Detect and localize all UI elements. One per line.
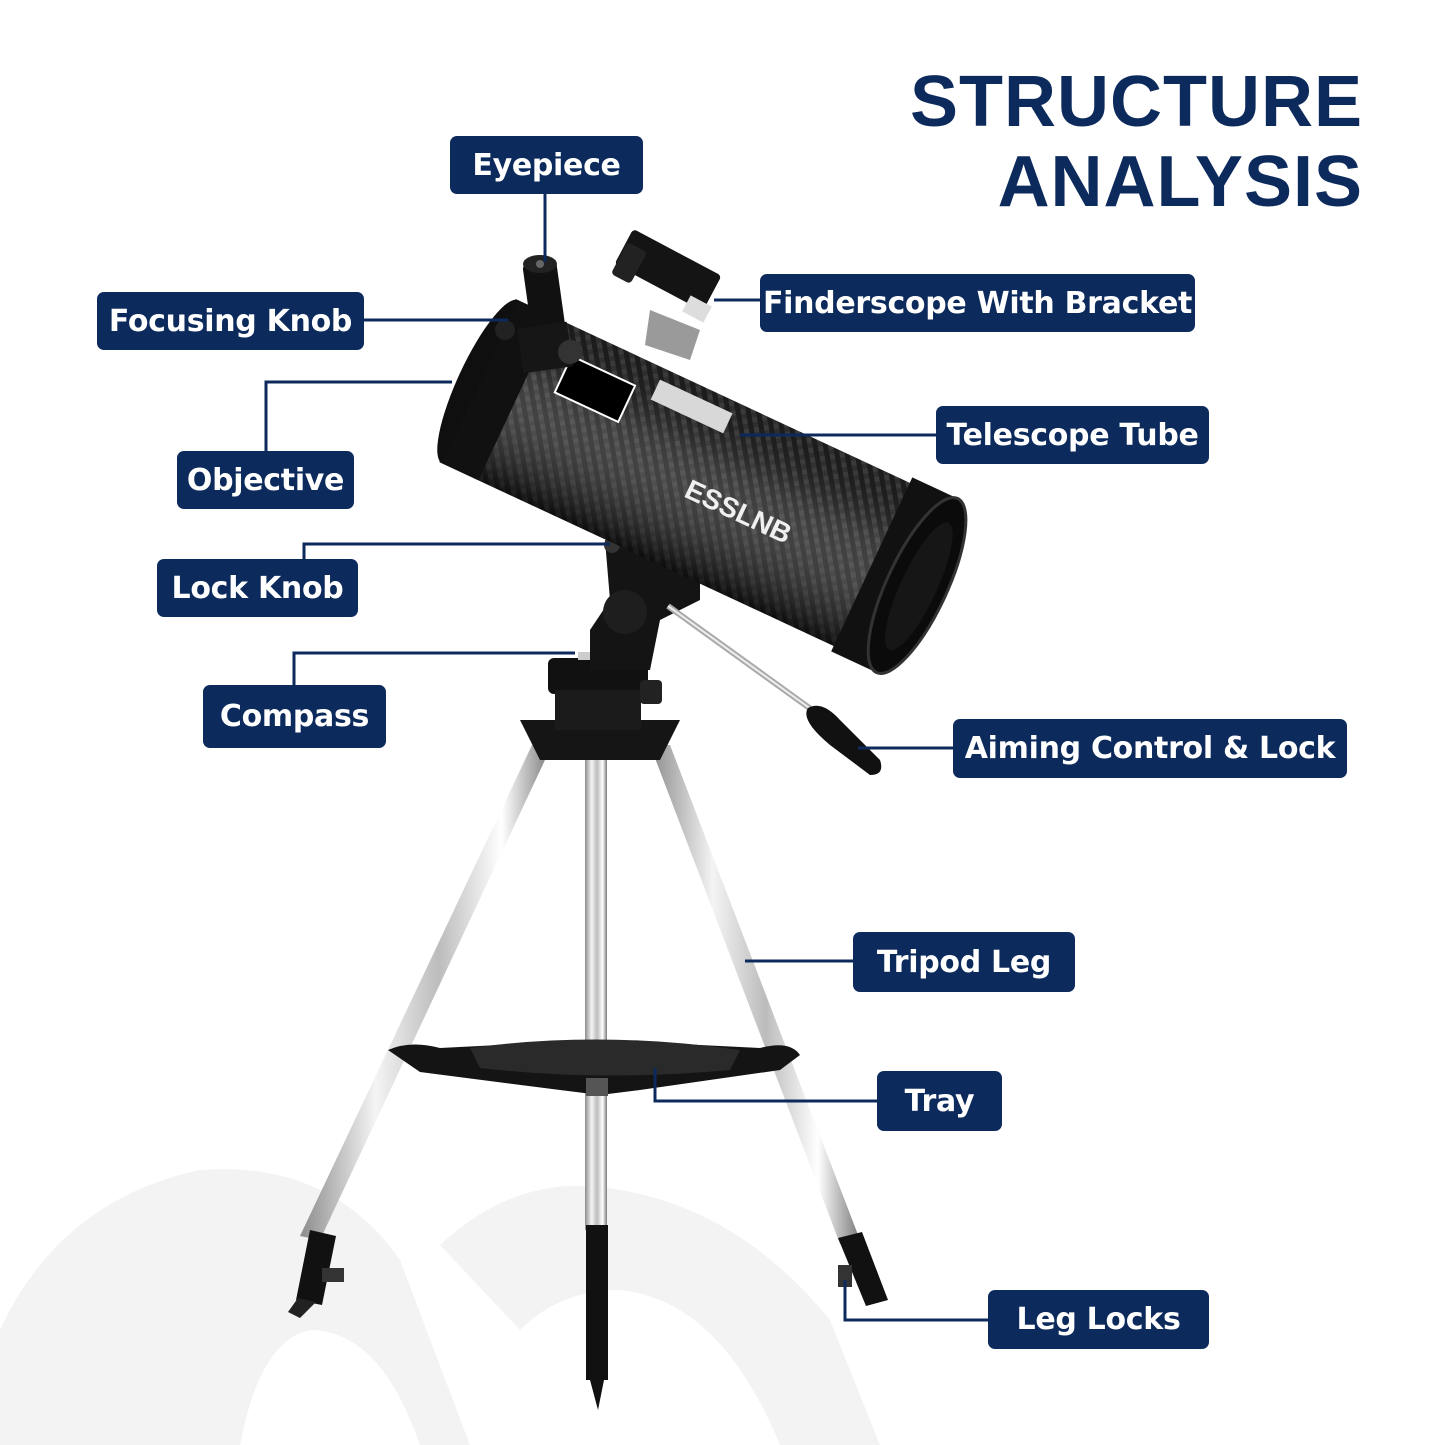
callout-focusing-knob: Focusing Knob: [97, 292, 364, 350]
callout-leg-locks: Leg Locks: [988, 1290, 1209, 1349]
eyepiece-assembly: [495, 255, 582, 374]
leader-line-leg-locks: [843, 1280, 988, 1322]
title-line-1: STRUCTURE: [910, 62, 1363, 142]
callout-compass: Compass: [203, 685, 386, 748]
page-title: STRUCTURE ANALYSIS: [910, 62, 1363, 222]
callout-telescope-tube: Telescope Tube: [936, 406, 1209, 464]
callout-tripod-leg: Tripod Leg: [853, 932, 1075, 992]
leader-lines: [264, 194, 988, 1322]
callout-tray: Tray: [877, 1071, 1002, 1131]
callout-finderscope: Finderscope With Bracket: [760, 274, 1195, 332]
callout-aiming-control: Aiming Control & Lock: [953, 719, 1347, 778]
leader-line-lock-knob: [302, 542, 610, 560]
leader-line-compass: [292, 651, 575, 686]
callout-eyepiece: Eyepiece: [450, 136, 643, 194]
callout-objective: Objective: [177, 451, 354, 509]
telescope-tube-shape: ESSLNB: [437, 299, 968, 675]
callout-lock-knob: Lock Knob: [157, 559, 358, 617]
mount: [590, 537, 882, 775]
leader-line-tray: [653, 1068, 878, 1103]
background-watermark: [0, 1169, 880, 1445]
tripod: [288, 652, 888, 1410]
title-line-2: ANALYSIS: [997, 142, 1363, 222]
finderscope-shape: [612, 230, 721, 360]
leader-line-objective: [264, 380, 452, 452]
